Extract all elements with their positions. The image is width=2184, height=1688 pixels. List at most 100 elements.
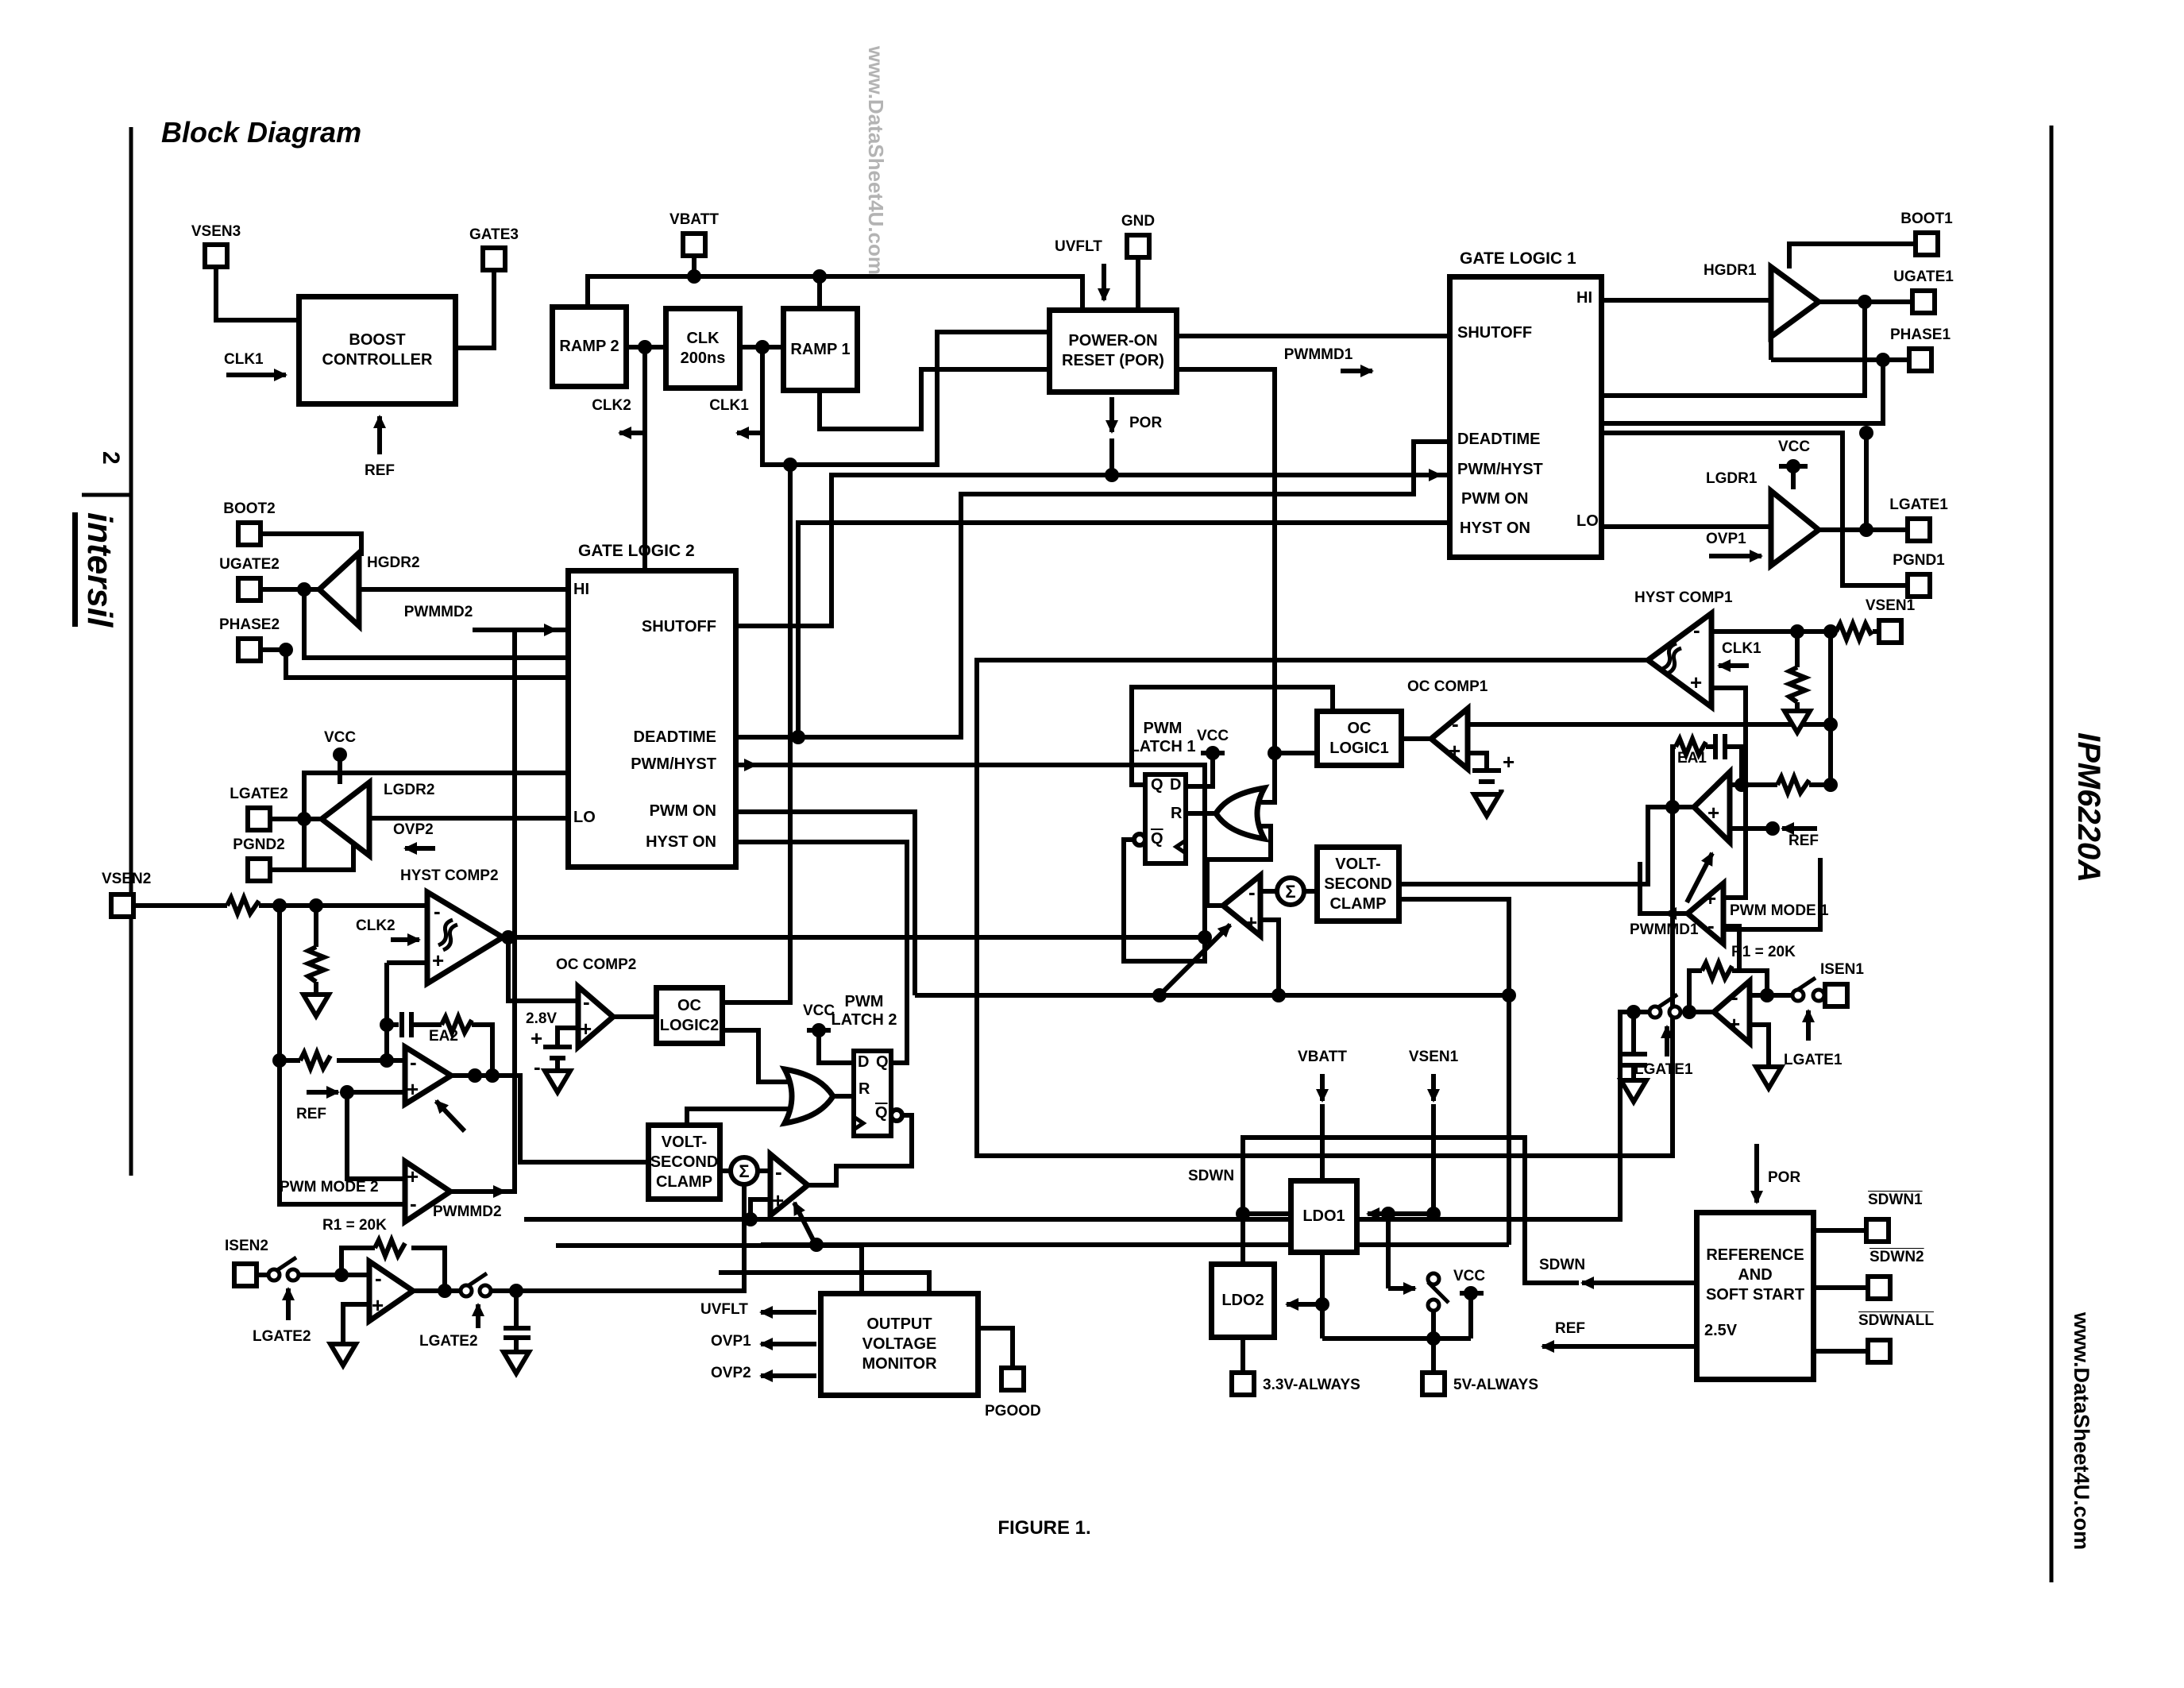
pwmmd2-out-label: PWMMD2 <box>433 1203 502 1220</box>
latch1-qbar: Q <box>1151 830 1163 848</box>
figure-caption: FIGURE 1. <box>997 1517 1091 1539</box>
lgate1-sw2-label: LGATE1 <box>1784 1052 1843 1068</box>
oc-comp2-triangle <box>575 980 618 1053</box>
ea2-minus: - <box>410 1050 417 1074</box>
pin-pgnd2: PGND2 <box>233 836 285 853</box>
ovp2-lgdr2-label: OVP2 <box>393 821 434 838</box>
pwmmd1-out-label: PWMMD1 <box>1630 921 1699 938</box>
v28-label: 2.8V <box>526 1010 558 1027</box>
is1-minus: - <box>1731 985 1738 1009</box>
batoc1-minus: - <box>1498 777 1505 801</box>
pwmmd2-gl2-label: PWMMD2 <box>403 604 473 620</box>
boost-controller-block: BOOST CONTROLLER <box>296 294 458 407</box>
pin-phase1: PHASE1 <box>1889 326 1951 343</box>
pin-boot1: BOOT1 <box>1900 211 1953 227</box>
is1-plus: + <box>1728 1012 1741 1036</box>
pin-boot2: BOOT2 <box>223 500 276 517</box>
vsen1-ldo-label: VSEN1 <box>1408 1049 1459 1065</box>
pm2-minus: - <box>410 1192 417 1215</box>
lgate1-sw1-label: LGATE1 <box>1634 1061 1693 1078</box>
oc2-minus: - <box>583 990 590 1014</box>
hgdr2-triangle <box>314 547 362 632</box>
watermark-right: www.DataSheet4U.com <box>2070 1312 2093 1551</box>
reference-voltage-label: 2.5V <box>1704 1322 1738 1339</box>
output-voltage-monitor-block: OUTPUT VOLTAGE MONITOR <box>818 1291 981 1398</box>
hgdr1-triangle <box>1768 261 1823 342</box>
gate-logic1-block <box>1447 274 1604 560</box>
isen2-opamp-triangle <box>366 1256 419 1327</box>
page-frame <box>82 126 2054 1582</box>
vcc-latch2-label: VCC <box>802 1002 835 1019</box>
pm2-plus: + <box>407 1165 419 1188</box>
ea1-minus: - <box>1711 774 1718 798</box>
is2-plus: + <box>372 1293 384 1317</box>
latch2-d: D <box>858 1053 870 1071</box>
oc1-plus: + <box>1449 739 1461 763</box>
pin-gate3: GATE3 <box>469 226 519 243</box>
volt-second-clamp2-block: VOLT- SECOND CLAMP <box>646 1122 723 1202</box>
hyst-comp1-label: HYST COMP1 <box>1634 589 1733 606</box>
ref-ea2-label: REF <box>296 1106 326 1122</box>
part-number: IPM6220A <box>2071 732 2106 883</box>
comp1-minus: - <box>1248 880 1256 904</box>
is2-minus: - <box>375 1266 382 1290</box>
pwm-mode2-triangle <box>402 1156 456 1227</box>
capacitors <box>399 734 1727 1340</box>
clk1-boost-label: CLK1 <box>224 351 264 368</box>
pm1-plus: + <box>1704 886 1717 910</box>
page-title: Block Diagram <box>161 116 362 149</box>
sdwn-ldo-label: SDWN <box>1188 1168 1235 1184</box>
batoc1-plus: + <box>1503 750 1515 774</box>
pin-pgnd1: PGND1 <box>1893 552 1945 569</box>
gl1-pwm-hyst: PWM/HYST <box>1457 461 1543 478</box>
pin-vsen3: VSEN3 <box>191 223 241 240</box>
oc-logic1-block: OC LOGIC1 <box>1314 709 1404 768</box>
gl1-lo: LO <box>1576 512 1599 530</box>
pwm-latch2-label: PWM LATCH 2 <box>831 993 897 1029</box>
hc2-plus: + <box>432 948 445 972</box>
volt-second-clamp1-block: VOLT- SECOND CLAMP <box>1314 844 1402 924</box>
por-out-label: POR <box>1129 415 1163 431</box>
pwm-latch1-label: PWM LATCH 1 <box>1129 720 1196 755</box>
pin-sdwn2: SDWN2 <box>1870 1249 1924 1265</box>
vcc-lgdr1-label: VCC <box>1777 438 1811 455</box>
gate-logic2-block <box>565 568 739 870</box>
sdwn-ref-label: SDWN <box>1539 1257 1586 1273</box>
or-gates <box>779 784 1270 1127</box>
lgdr1-label: LGDR1 <box>1706 470 1758 487</box>
oc-comp1-label: OC COMP1 <box>1407 678 1488 695</box>
lgate2-sw2-label: LGATE2 <box>419 1333 478 1350</box>
resistors <box>225 616 1874 1263</box>
pwm-comp2-triangle <box>767 1148 812 1222</box>
vbatt-ldo-label: VBATT <box>1298 1049 1347 1065</box>
gl1-hi: HI <box>1576 289 1592 307</box>
lgate2-sw1-label: LGATE2 <box>253 1328 311 1345</box>
latch2-qbar: Q <box>875 1104 888 1122</box>
ea1-triangle <box>1689 765 1733 849</box>
oc-comp2-label: OC COMP2 <box>556 956 637 973</box>
pm1-minus: - <box>1707 914 1715 937</box>
gl2-pwm-on: PWM ON <box>649 802 716 820</box>
pin-lgate1: LGATE1 <box>1889 496 1948 513</box>
latch1-r: R <box>1171 805 1183 822</box>
hc1-plus: + <box>1690 670 1703 694</box>
pin-pgood: PGOOD <box>985 1403 1041 1420</box>
latch2-q: Q <box>876 1053 889 1071</box>
oc-comp1-triangle <box>1426 702 1471 775</box>
ldo2-block: LDO2 <box>1209 1261 1277 1340</box>
gl1-deadtime: DEADTIME <box>1457 431 1541 448</box>
uvflt-ovm-label: UVFLT <box>700 1301 748 1318</box>
gl1-hyst-on: HYST ON <box>1460 520 1530 537</box>
ovp2-ovm-label: OVP2 <box>711 1365 751 1381</box>
pin-ugate2: UGATE2 <box>219 556 280 573</box>
sigma2-circle <box>728 1155 760 1187</box>
ea2-plus: + <box>407 1077 419 1101</box>
pin-v33-always: 3.3V-ALWAYS <box>1263 1377 1360 1393</box>
gate-logic1-title: GATE LOGIC 1 <box>1460 249 1576 268</box>
signal-arrows <box>226 264 1817 1382</box>
page-number: 2 <box>98 451 124 465</box>
lgdr1-triangle <box>1768 485 1823 571</box>
ea1-plus: + <box>1707 801 1720 825</box>
